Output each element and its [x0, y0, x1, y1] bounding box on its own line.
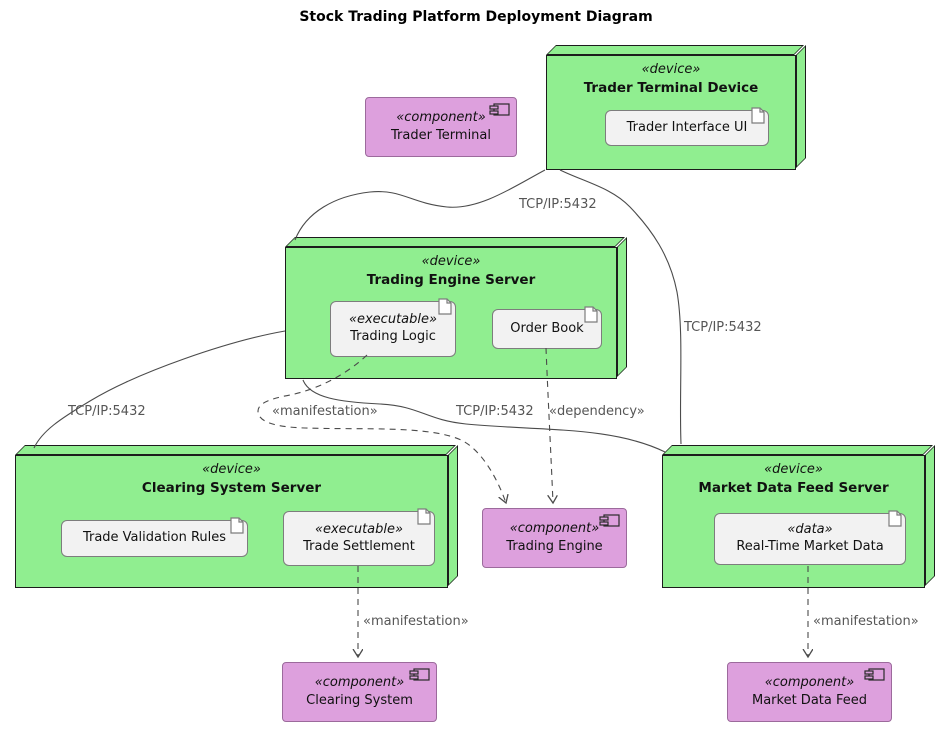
component-stereotype: «component»	[509, 521, 600, 537]
node-stereotype: «device»	[641, 62, 701, 77]
component-icon	[599, 514, 620, 527]
component-icon	[864, 668, 885, 681]
artifact-name: Real-Time Market Data	[736, 539, 884, 554]
document-icon	[888, 510, 902, 527]
component-stereotype: «component»	[396, 110, 486, 126]
node-name: Market Data Feed Server	[698, 479, 889, 496]
component-stereotype: «component»	[314, 675, 405, 691]
artifact-name: Trading Logic	[350, 329, 436, 344]
component-name: Clearing System	[306, 693, 413, 708]
component-name: Market Data Feed	[751, 693, 867, 708]
node-name: Trader Terminal Device	[583, 79, 759, 96]
artifact-stereotype: «data»	[787, 522, 833, 538]
node-stereotype: «device»	[764, 462, 823, 477]
document-icon	[230, 517, 244, 534]
artifact-stereotype: «executable»	[348, 312, 438, 328]
document-icon	[751, 107, 765, 124]
component-name: Trader Terminal	[390, 128, 491, 143]
edge-label-tcp-tes-mdfs: TCP/IP:5432	[456, 404, 534, 419]
edge-label-manifestation-clearing: «manifestation»	[363, 614, 469, 629]
artifact-trade-settlement: «executable» Trade Settlement	[283, 508, 435, 566]
edge-tes-css	[33, 330, 286, 449]
component-market-data-feed: «component» Market Data Feed	[727, 662, 892, 722]
diagram-title: Stock Trading Platform Deployment Diagra…	[299, 9, 653, 25]
node-name: Trading Engine Server	[366, 271, 536, 288]
edge-label-manifestation-trading: «manifestation»	[272, 404, 378, 419]
artifact-name: Trader Interface UI	[626, 119, 748, 135]
node-clearing-system-server: «device» Clearing System Server Trade Va…	[15, 455, 448, 588]
artifact-name: Trade Settlement	[303, 538, 415, 554]
component-stereotype: «component»	[764, 675, 855, 691]
document-icon	[438, 298, 452, 315]
node-header: «device» Market Data Feed Server	[663, 461, 924, 497]
component-name: Trading Engine	[506, 539, 603, 554]
artifact-real-time-market-data: «data» Real-Time Market Data	[714, 510, 906, 565]
artifact-trader-interface-ui: Trader Interface UI	[605, 107, 769, 146]
node-header: «device» Trading Engine Server	[286, 253, 616, 289]
artifact-name: Trade Validation Rules	[82, 530, 227, 546]
edge-label-manifestation-marketdata: «manifestation»	[813, 614, 919, 629]
document-icon	[584, 306, 598, 323]
edge-ttd-tes	[294, 169, 546, 241]
artifact-name: Order Book	[510, 320, 584, 336]
node-trading-engine-server: «device» Trading Engine Server «executab…	[285, 247, 617, 379]
artifact-trade-validation-rules: Trade Validation Rules	[61, 517, 248, 557]
edge-label-tcp-tes-css: TCP/IP:5432	[68, 404, 146, 419]
edge-label-dependency-orderbook: «dependency»	[549, 404, 645, 419]
node-stereotype: «device»	[421, 254, 481, 269]
edge-label-tcp-ttd-mdfs: TCP/IP:5432	[684, 320, 762, 335]
node-header: «device» Clearing System Server	[16, 461, 447, 497]
component-icon	[489, 103, 510, 116]
component-trading-engine: «component» Trading Engine	[482, 508, 627, 568]
artifact-trading-logic: «executable» Trading Logic	[330, 298, 456, 357]
node-market-data-feed-server: «device» Market Data Feed Server «data» …	[662, 455, 925, 588]
node-trader-terminal-device: «device» Trader Terminal Device Trader I…	[546, 55, 796, 170]
component-clearing-system: «component» Clearing System	[282, 662, 437, 722]
node-header: «device» Trader Terminal Device	[547, 61, 795, 97]
artifact-order-book: Order Book	[492, 306, 602, 349]
component-trader-terminal: «component» Trader Terminal	[365, 97, 517, 157]
node-stereotype: «device»	[202, 462, 261, 477]
node-name: Clearing System Server	[141, 479, 322, 496]
component-icon	[409, 668, 430, 681]
document-icon	[417, 508, 431, 525]
artifact-stereotype: «executable»	[314, 521, 404, 537]
edge-label-tcp-ttd-tes: TCP/IP:5432	[519, 197, 597, 212]
